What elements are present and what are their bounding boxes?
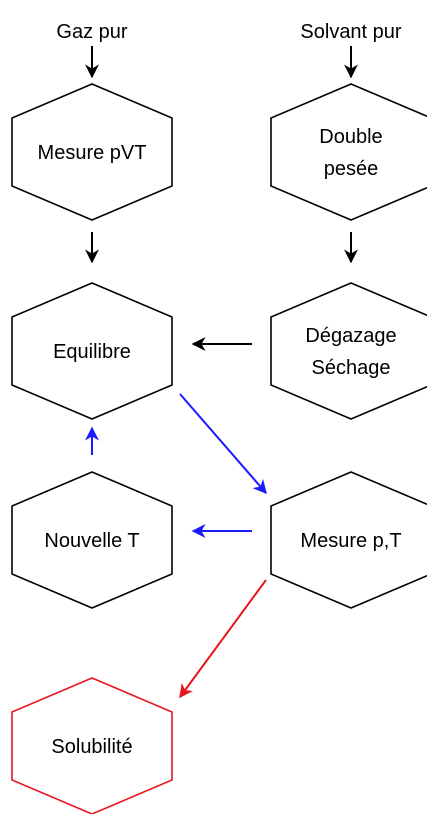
- node-equilibre: Equilibre: [11, 282, 173, 420]
- node-double-pesee: Double pesée: [270, 83, 427, 221]
- node-label: Equilibre: [53, 341, 131, 363]
- arrow-mesure-pt-to-solubilite: [179, 579, 267, 699]
- hexagon-shape: [270, 83, 427, 221]
- node-label: Mesure pVT: [38, 142, 147, 164]
- node-label: Nouvelle T: [44, 530, 139, 552]
- input-label-gaz: Gaz pur: [56, 21, 127, 43]
- node-label: Mesure p,T: [300, 530, 401, 552]
- node-solubilite: Solubilité: [11, 677, 173, 814]
- node-mesure-pvt: Mesure pVT: [11, 83, 173, 221]
- node-label: Double: [319, 126, 382, 148]
- node-nouvelle-t: Nouvelle T: [11, 471, 173, 609]
- node-label: Dégazage: [305, 325, 396, 347]
- inputs-layer: Gaz pur Solvant pur: [56, 21, 402, 43]
- hexagon-shape: [270, 471, 427, 609]
- hexagon-shape: [11, 83, 173, 221]
- input-label-solvant: Solvant pur: [300, 21, 402, 43]
- hexagon-shape: [270, 282, 427, 420]
- node-label: Solubilité: [51, 736, 132, 758]
- hexagon-shape: [11, 677, 173, 814]
- hexagon-shape: [11, 282, 173, 420]
- node-mesure-pt: Mesure p,T: [270, 471, 427, 609]
- node-label: Séchage: [312, 357, 391, 379]
- edges-layer: [85, 46, 358, 699]
- hexagon-shape: [11, 471, 173, 609]
- arrow-equilibre-to-mesure-pt: [179, 393, 267, 495]
- node-label: pesée: [324, 158, 379, 180]
